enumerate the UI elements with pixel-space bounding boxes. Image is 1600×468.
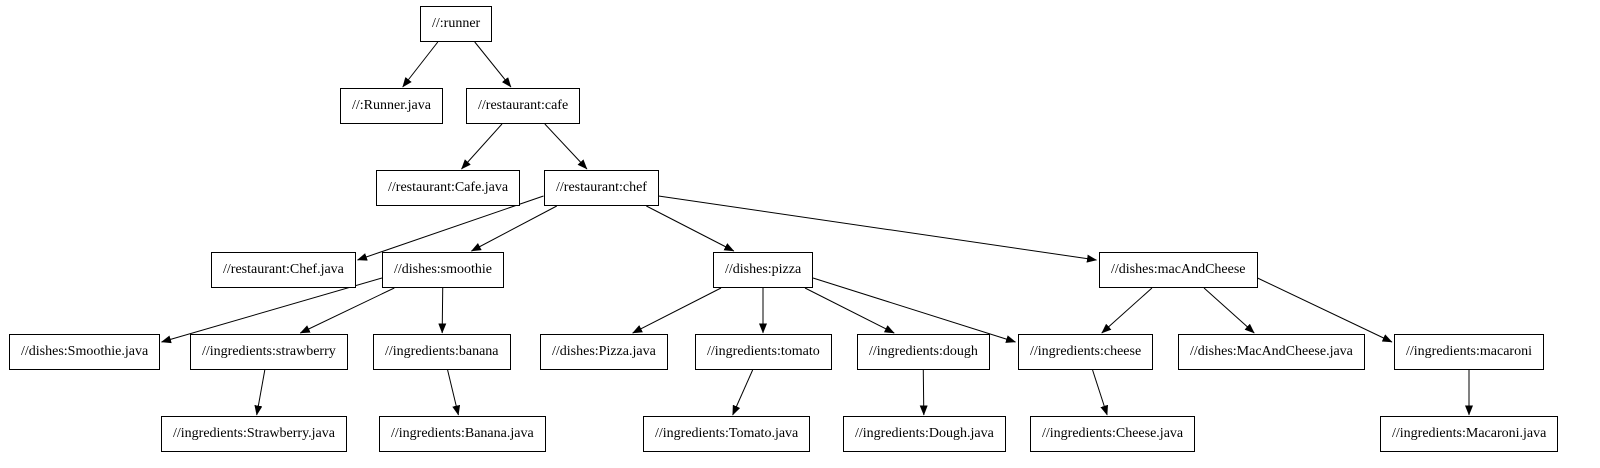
graph-node-runner_java: //:Runner.java (340, 88, 443, 124)
graph-node-macaroni_java: //ingredients:Macaroni.java (1380, 416, 1559, 452)
graph-node-banana: //ingredients:banana (373, 334, 511, 370)
graph-node-macaroni: //ingredients:macaroni (1394, 334, 1544, 370)
graph-node-label: //:runner (432, 16, 481, 31)
graph-node-label: //ingredients:tomato (707, 344, 820, 359)
graph-node-cafe: //restaurant:cafe (466, 88, 581, 124)
graph-node-label: //ingredients:strawberry (202, 344, 336, 359)
edge-tomato-to-tomato_java (732, 369, 754, 416)
graph-node-label: //restaurant:chef (556, 180, 647, 195)
graph-node-smoothie: //dishes:smoothie (382, 252, 504, 288)
graph-node-label: //ingredients:cheese (1030, 344, 1142, 359)
graph-node-label: //dishes:Pizza.java (552, 344, 656, 359)
edge-pizza-to-pizza_java (632, 287, 722, 334)
edge-chef-to-pizza (646, 205, 735, 252)
graph-node-label: //ingredients:banana (385, 344, 499, 359)
graph-node-chef: //restaurant:chef (544, 170, 659, 206)
edge-mac_and_cheese-to-cheese (1101, 287, 1153, 334)
graph-node-banana_java: //ingredients:Banana.java (379, 416, 546, 452)
graph-node-label: //dishes:pizza (725, 262, 802, 277)
edge-cheese-to-cheese_java (1092, 369, 1109, 416)
graph-node-strawberry: //ingredients:strawberry (190, 334, 348, 370)
graph-node-cheese: //ingredients:cheese (1018, 334, 1154, 370)
edge-chef-to-smoothie (470, 205, 557, 252)
graph-node-label: //dishes:smoothie (394, 262, 492, 277)
graph-node-dough: //ingredients:dough (857, 334, 990, 370)
edge-mac_and_cheese-to-macaroni (1257, 277, 1393, 343)
graph-node-label: //:Runner.java (352, 98, 431, 113)
edge-pizza-to-cheese (812, 277, 1016, 343)
edge-mac_and_cheese-to-mac_and_cheese_java (1203, 287, 1255, 334)
graph-node-strawberry_java: //ingredients:Strawberry.java (161, 416, 347, 452)
graph-node-label: //ingredients:Strawberry.java (173, 426, 335, 441)
graph-node-runner: //:runner (420, 6, 493, 42)
graph-node-tomato: //ingredients:tomato (695, 334, 832, 370)
graph-node-pizza: //dishes:pizza (713, 252, 814, 288)
graph-node-label: //restaurant:cafe (478, 98, 569, 113)
edge-smoothie-to-strawberry (299, 287, 395, 334)
graph-node-dough_java: //ingredients:Dough.java (843, 416, 1006, 452)
graph-node-pizza_java: //dishes:Pizza.java (540, 334, 668, 370)
edge-chef-to-mac_and_cheese (658, 195, 1097, 263)
graph-node-label: //ingredients:Cheese.java (1042, 426, 1184, 441)
edge-banana-to-banana_java (447, 369, 461, 416)
graph-node-label: //ingredients:macaroni (1406, 344, 1532, 359)
edges-group (161, 41, 1473, 416)
graph-node-label: //restaurant:Cafe.java (388, 180, 509, 195)
edge-chef-to-chef_java (357, 195, 544, 261)
edge-dough-to-dough_java (919, 369, 928, 416)
graph-node-label: //ingredients:dough (869, 344, 978, 359)
graph-node-label: //dishes:macAndCheese (1111, 262, 1246, 277)
graph-node-tomato_java: //ingredients:Tomato.java (643, 416, 811, 452)
graph-node-cheese_java: //ingredients:Cheese.java (1030, 416, 1196, 452)
graph-node-label: //ingredients:Banana.java (391, 426, 534, 441)
graph-node-mac_and_cheese_java: //dishes:MacAndCheese.java (1178, 334, 1365, 370)
graph-node-label: //ingredients:Macaroni.java (1392, 426, 1547, 441)
edge-smoothie-to-banana (438, 287, 447, 334)
edge-cafe-to-chef (544, 123, 588, 170)
graph-node-label: //restaurant:Chef.java (223, 262, 344, 277)
graph-node-cafe_java: //restaurant:Cafe.java (376, 170, 521, 206)
graph-node-chef_java: //restaurant:Chef.java (211, 252, 356, 288)
edge-smoothie-to-smoothie_java (161, 277, 383, 344)
edge-runner-to-cafe (474, 41, 512, 88)
graph-node-label: //dishes:Smoothie.java (21, 344, 149, 359)
edge-runner-to-runner_java (402, 41, 439, 88)
graph-node-label: //dishes:MacAndCheese.java (1190, 344, 1353, 359)
graph-node-mac_and_cheese: //dishes:macAndCheese (1099, 252, 1258, 288)
edge-pizza-to-dough (804, 287, 895, 334)
edge-cafe-to-cafe_java (461, 123, 503, 170)
graph-node-smoothie_java: //dishes:Smoothie.java (9, 334, 161, 370)
graph-node-label: //ingredients:Dough.java (855, 426, 994, 441)
graph-node-label: //ingredients:Tomato.java (655, 426, 799, 441)
edge-strawberry-to-strawberry_java (254, 369, 266, 416)
